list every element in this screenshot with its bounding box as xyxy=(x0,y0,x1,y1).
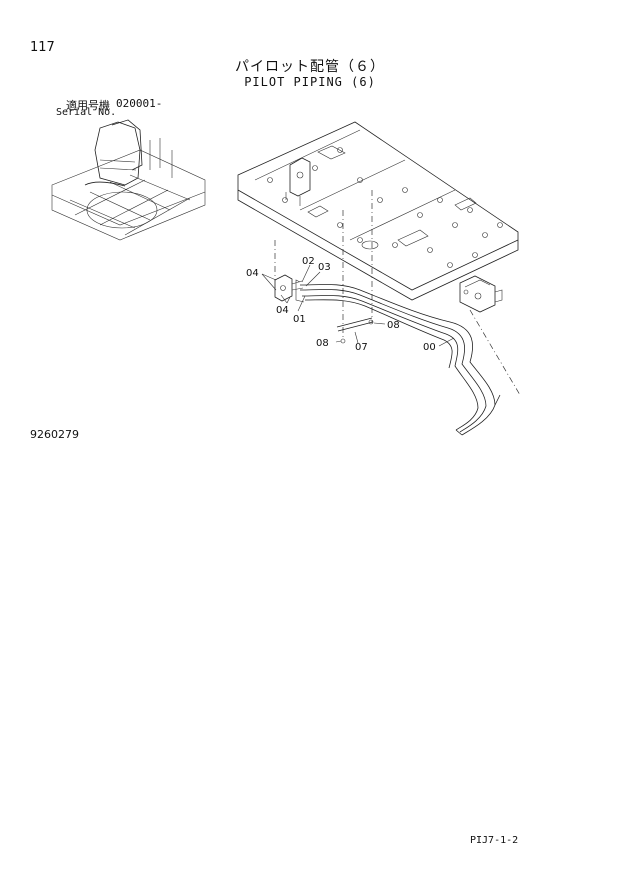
serial-label-jp: 適用号機 xyxy=(66,99,110,112)
serial-label-en: Serial No. xyxy=(56,107,117,118)
callout-00: 00 xyxy=(423,342,436,353)
callout-03: 03 xyxy=(318,262,331,273)
callout-04-upper: 04 xyxy=(246,268,259,279)
callout-02: 02 xyxy=(302,256,315,267)
hose-bundle xyxy=(295,279,501,436)
left-valve-block xyxy=(274,274,304,302)
drawing-number: 9260279 xyxy=(30,428,79,441)
key-map-illustration xyxy=(51,119,206,241)
callout-08-left: 08 xyxy=(316,338,329,349)
hose-07 xyxy=(336,317,374,344)
page-number: 117 xyxy=(30,40,55,55)
page-title-jp: パイロット配管（６） xyxy=(235,59,385,75)
sheet-code: PIJ7-1-2 xyxy=(470,835,519,846)
floor-plate xyxy=(237,121,519,301)
page-title-en: PILOT PIPING (6) xyxy=(244,75,376,89)
callout-07: 07 xyxy=(355,342,368,353)
callout-01: 01 xyxy=(293,314,306,325)
callout-04-lower: 04 xyxy=(276,305,289,316)
callout-08-right: 08 xyxy=(387,320,400,331)
right-valve-assembly xyxy=(459,275,503,313)
serial-value: 020001- xyxy=(116,97,163,110)
